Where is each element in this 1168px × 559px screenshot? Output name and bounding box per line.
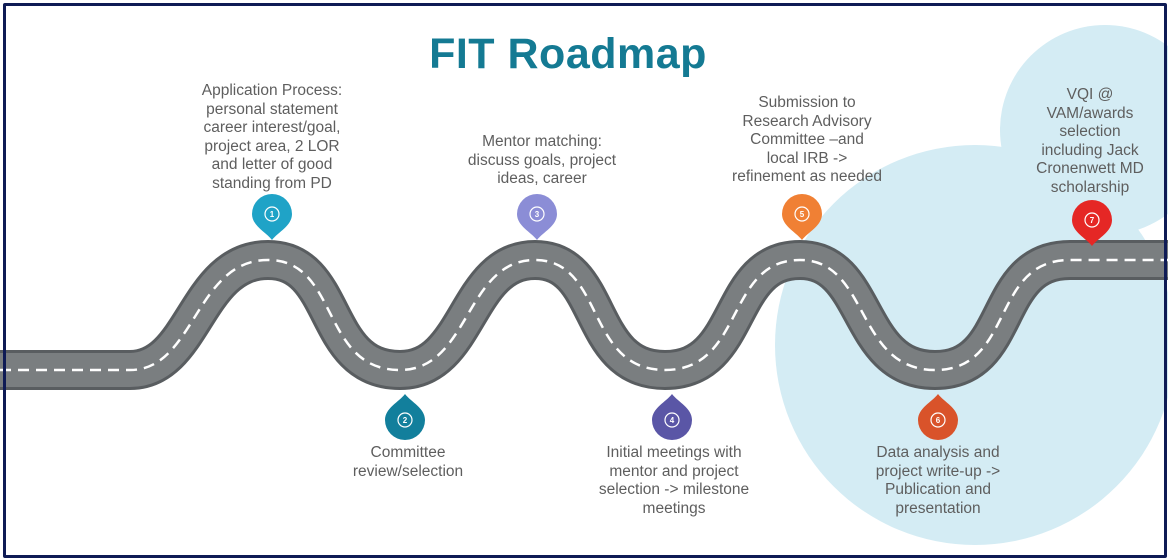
step-4-text: Initial meetings with mentor and project… [598, 444, 750, 517]
pin-step-4: 4 [652, 394, 692, 440]
pin-number-3: 3 [535, 210, 540, 219]
pin-shape-4 [652, 394, 692, 440]
pin-number-6: 6 [936, 416, 941, 425]
pin-number-1: 1 [270, 210, 275, 219]
pin-step-3: 3 [517, 194, 557, 240]
step-1-text: Application Process: personal statement … [201, 82, 343, 192]
background-bubble-small [1000, 25, 1168, 235]
pin-shape-2 [385, 394, 425, 440]
pin-shape-6 [918, 394, 958, 440]
pin-step-5: 5 [782, 194, 822, 240]
road-center-line [0, 258, 1168, 372]
pin-step-6: 6 [918, 394, 958, 440]
pin-shape-1 [252, 194, 292, 240]
step-6-text: Data analysis and project write-up -> Pu… [875, 444, 1001, 517]
step-2-text: Committee review/selection [352, 444, 464, 480]
pin-number-5: 5 [800, 210, 805, 219]
pin-step-1: 1 [252, 194, 292, 240]
step-5-text: Submission to Research Advisory Committe… [732, 94, 882, 186]
pin-shape-3 [517, 194, 557, 240]
pin-number-2: 2 [403, 416, 408, 425]
pin-number-4: 4 [670, 416, 675, 425]
step-3-text: Mentor matching: discuss goals, project … [467, 133, 617, 188]
pin-number-7: 7 [1090, 216, 1095, 225]
page-title: FIT Roadmap [429, 30, 707, 78]
pin-shape-7 [1072, 200, 1112, 246]
pin-step-7: 7 [1072, 200, 1112, 246]
pin-step-2: 2 [385, 394, 425, 440]
pin-shape-5 [782, 194, 822, 240]
step-7-text: VQI @ VAM/awards selection including Jac… [1036, 86, 1144, 196]
